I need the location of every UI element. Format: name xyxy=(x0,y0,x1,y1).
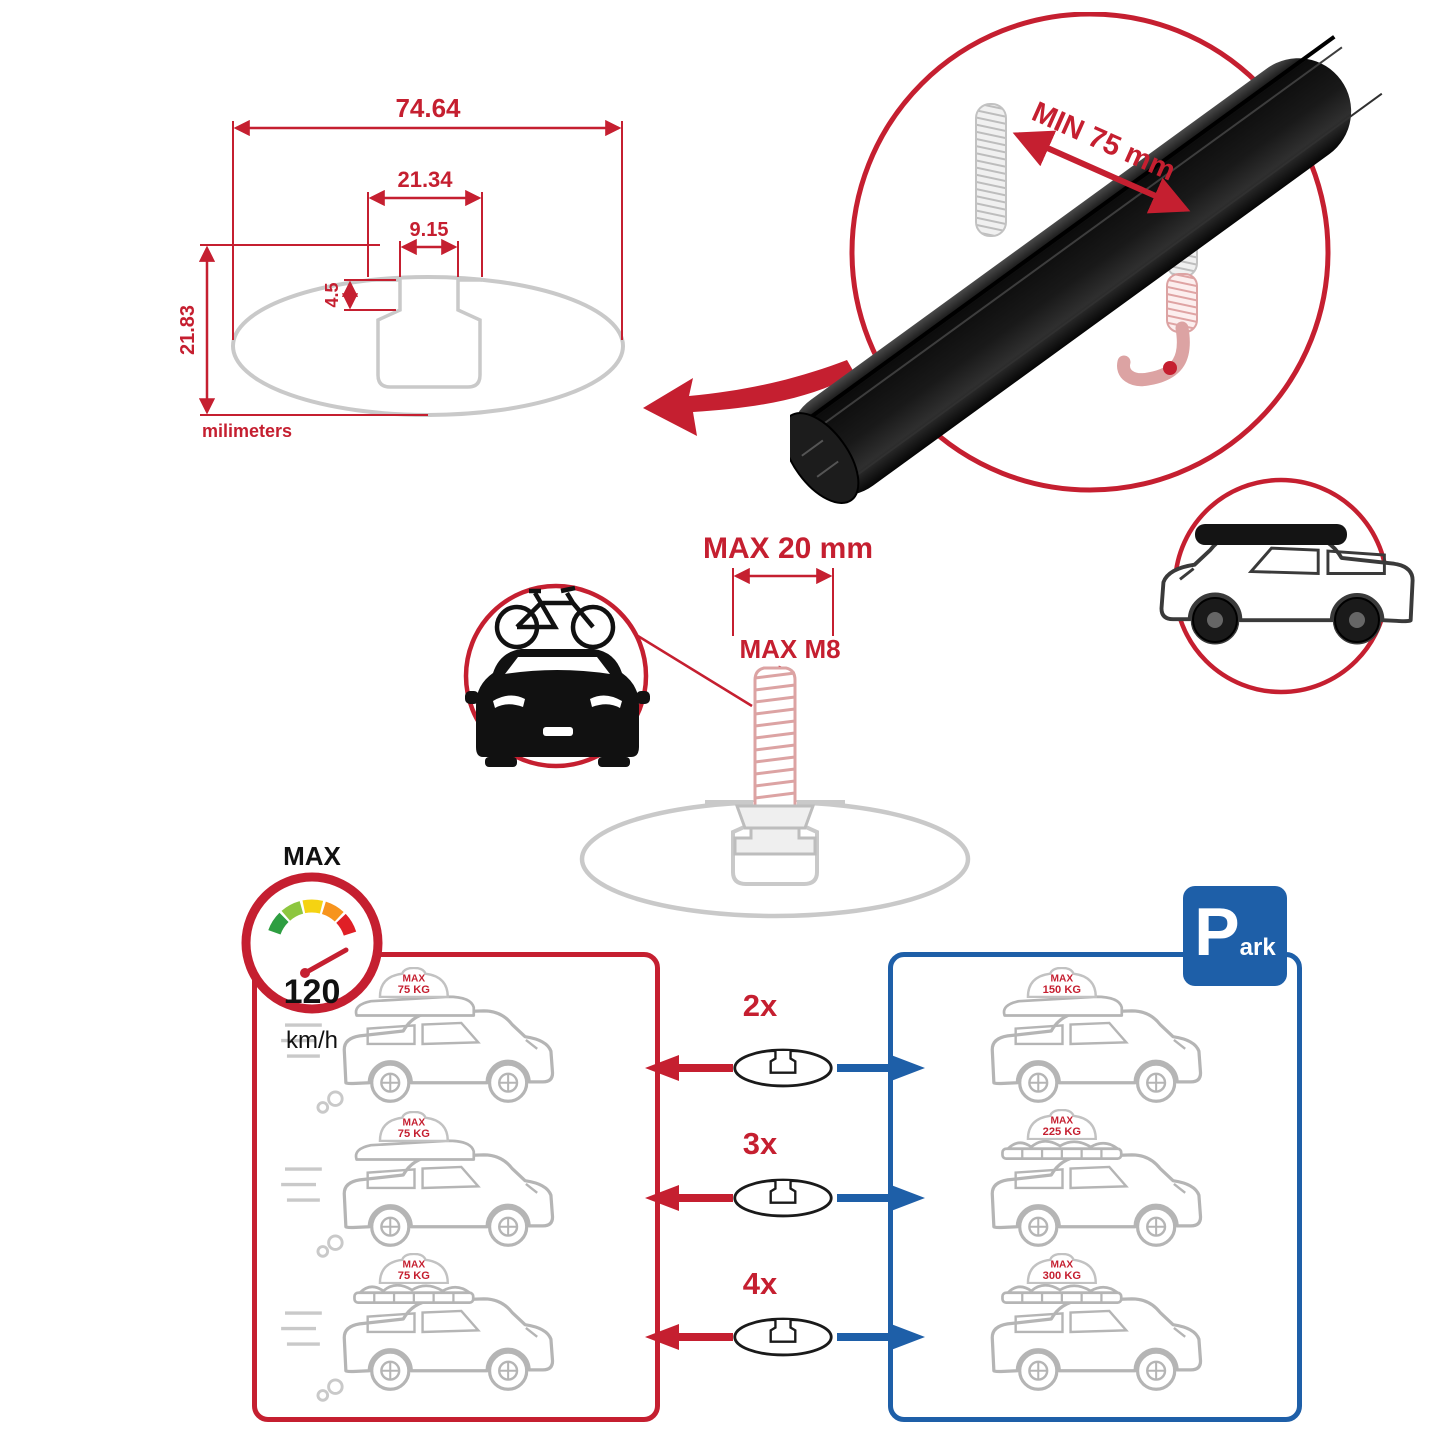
load-line1: MAX xyxy=(1051,1116,1074,1127)
roof-basket-icon xyxy=(1001,1139,1123,1160)
driving-car-row2: MAX 75 KG xyxy=(281,1110,555,1258)
car-bike-badge xyxy=(463,583,650,769)
bicycle-icon xyxy=(494,585,616,650)
roofbox-icon xyxy=(1002,995,1124,1017)
speed-max-label: MAX xyxy=(283,843,341,871)
motion-lines xyxy=(281,1311,322,1346)
driving-panel: MAX 75 KG MAX 75 KG MAX 75 KG xyxy=(252,952,660,1422)
t-bolt-icon xyxy=(733,666,817,856)
driving-car-row3: MAX 75 KG xyxy=(281,1253,555,1402)
left-arrow-row2 xyxy=(645,1185,733,1211)
u-bolt-thread-left xyxy=(975,103,1007,237)
suv-outline xyxy=(990,1009,1203,1103)
speed-value: 120 xyxy=(284,973,341,1011)
dim-channel-inner-label: 9.15 xyxy=(410,219,449,241)
dim-total-width-label: 74.64 xyxy=(395,93,461,123)
right-arrow-row1 xyxy=(837,1055,925,1081)
right-arrow-row2 xyxy=(837,1185,925,1211)
crossbar-icon-row1 xyxy=(733,1048,833,1088)
parking-sign-suffix: ark xyxy=(1239,934,1276,961)
profile-dimension-diagram: 74.64 21.34 9.15 4.5 21.83 milimeters xyxy=(177,93,625,441)
load-line1: MAX xyxy=(403,1260,426,1271)
gauge-circle xyxy=(241,872,383,1014)
parked-car-row3: MAX 300 KG xyxy=(990,1253,1203,1391)
parking-sign-letter: P xyxy=(1194,894,1240,970)
dim-lip-depth-label: 4.5 xyxy=(322,282,342,307)
max-thread-label: MAX M8 xyxy=(739,634,840,664)
load-line1: MAX xyxy=(403,1117,426,1128)
qty-label-row3: 4x xyxy=(742,1266,778,1301)
crossbar-icon-row3 xyxy=(733,1317,833,1357)
dim-profile-height-label: 21.83 xyxy=(177,305,199,355)
aluminum-bar xyxy=(790,35,1383,505)
roof-basket-icon xyxy=(1001,1283,1123,1304)
roofbox-icon xyxy=(354,1139,476,1161)
leader-line xyxy=(637,634,753,708)
u-bolt-hook xyxy=(1117,273,1198,387)
qty-label-row2: 3x xyxy=(742,1126,778,1161)
load-line2: 300 KG xyxy=(1043,1270,1081,1282)
parked-car-row2: MAX 225 KG xyxy=(990,1109,1203,1247)
suv-outline xyxy=(990,1297,1203,1391)
parked-car-row1: MAX 150 KG xyxy=(990,966,1203,1103)
suv-roofbox-badge xyxy=(1159,477,1415,695)
left-arrow-row3 xyxy=(645,1324,733,1350)
load-line2: 75 KG xyxy=(398,984,430,996)
max-length-label: MAX 20 mm xyxy=(703,532,873,565)
suv-roofbox-icon xyxy=(1159,524,1415,645)
load-line1: MAX xyxy=(1051,973,1074,984)
dim-channel-outer-label: 21.34 xyxy=(397,167,453,192)
roofbox-icon xyxy=(1195,524,1347,545)
load-line1: MAX xyxy=(403,973,426,984)
bar-end-cross-section xyxy=(790,412,860,505)
speed-limit-gauge: MAX 120 km/h xyxy=(241,843,383,1054)
parking-panel: MAX 150 KG MAX 225 KG MAX 300 KG xyxy=(888,952,1302,1422)
min-clearance-arrow xyxy=(1012,130,1191,214)
left-arrow-row1 xyxy=(645,1055,733,1081)
suv-outline xyxy=(342,1297,555,1391)
crossbar-icon-row2 xyxy=(733,1178,833,1218)
motion-lines xyxy=(281,1167,322,1202)
gauge-needle xyxy=(302,947,349,976)
load-line2: 75 KG xyxy=(398,1128,430,1140)
zoom-circle xyxy=(849,12,1331,493)
speedometer-icon xyxy=(268,899,357,936)
car-front-icon xyxy=(465,649,650,767)
load-line2: 225 KG xyxy=(1043,1126,1081,1138)
load-line1: MAX xyxy=(1051,1260,1074,1271)
motion-lines xyxy=(281,1023,322,1058)
bolt-detail: MAX 20 mm MAX M8 xyxy=(579,532,971,919)
units-label: milimeters xyxy=(202,421,292,441)
qty-label-row1: 2x xyxy=(742,988,778,1023)
suv-outline xyxy=(342,1153,555,1247)
callout-arrow xyxy=(643,360,855,436)
roof-basket-icon xyxy=(353,1283,475,1304)
suv-outline xyxy=(990,1153,1203,1247)
right-arrow-row3 xyxy=(837,1324,925,1350)
load-line2: 150 KG xyxy=(1043,984,1081,996)
crossbar-photo: MIN 75 mm xyxy=(790,12,1383,505)
speed-unit: km/h xyxy=(286,1027,338,1054)
driving-car-row1: MAX 75 KG xyxy=(281,966,555,1114)
load-line2: 75 KG xyxy=(398,1270,430,1282)
t-slot-channel xyxy=(368,278,482,389)
mount-point-dot xyxy=(1163,361,1177,375)
